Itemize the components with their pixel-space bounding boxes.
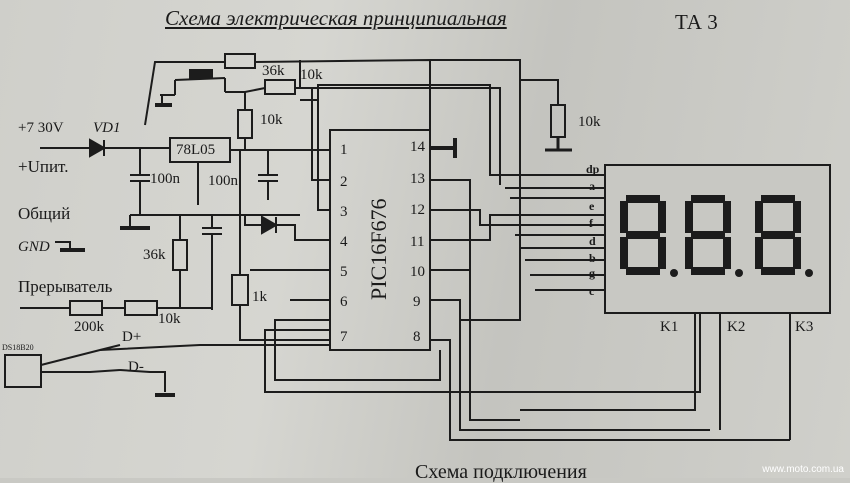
seven-segment-digits: [620, 195, 813, 277]
cap2-label: 100n: [208, 173, 238, 189]
seg-g: g: [589, 266, 595, 280]
supply-label: +Uпит.: [18, 157, 69, 176]
sensor-label: DS18B20: [2, 343, 34, 352]
gnd-label: GND: [18, 239, 50, 255]
pin-11: 11: [410, 234, 425, 250]
pin-12: 12: [410, 202, 425, 218]
common-label: Общий: [18, 204, 71, 223]
footer-heading: Схема подключения: [415, 461, 587, 483]
pin-3: 3: [340, 204, 348, 220]
pin-6: 6: [340, 294, 348, 310]
resistor-top: [224, 53, 256, 69]
d-plus-label: D+: [122, 329, 142, 345]
resistor-10k-in-label: 10k: [158, 311, 181, 327]
pin-13: 13: [410, 171, 425, 187]
pin-2: 2: [340, 174, 348, 190]
seg-e: e: [589, 199, 595, 213]
resistor-1k-label: 1k: [252, 289, 267, 305]
d-minus-label: D-: [128, 359, 144, 375]
digit-k3: K3: [795, 319, 814, 335]
watermark: www.moto.com.ua: [762, 464, 844, 475]
pin-1: 1: [340, 142, 348, 158]
breaker-label: Прерыватель: [18, 277, 113, 296]
digit-k1: K1: [660, 319, 679, 335]
page-subtitle: ТА 3: [675, 10, 718, 34]
digit-k2: K2: [727, 319, 746, 335]
seg-d: d: [589, 234, 596, 248]
pin-4: 4: [340, 234, 348, 250]
pin-10: 10: [410, 264, 425, 280]
seg-c: c: [589, 284, 595, 298]
page-title: Схема электрическая принципиальная: [165, 6, 507, 30]
seg-a: a: [589, 179, 595, 193]
resistor-10k-right-label: 10k: [578, 114, 601, 130]
regulator-label: 78L05: [176, 142, 216, 158]
pin-14: 14: [410, 139, 425, 155]
diode-label: VD1: [93, 120, 121, 136]
pin-9: 9: [413, 294, 421, 310]
seg-f: f: [589, 216, 593, 230]
resistor-36k: [264, 79, 296, 95]
resistor-36k-label: 36k: [143, 247, 166, 263]
resistor-10k-b-label: 10k: [260, 112, 283, 128]
resistor-10k-a-label: 10k: [300, 67, 323, 83]
pin-5: 5: [340, 264, 348, 280]
cap1-label: 100n: [150, 171, 180, 187]
voltage-label: +7 30V: [18, 120, 64, 136]
resistor-top-label: 36k: [262, 63, 285, 79]
pin-7: 7: [340, 329, 348, 345]
seg-b: b: [589, 251, 596, 265]
mcu-name: PIC16F676: [366, 198, 391, 300]
seg-dp: dp: [586, 162, 600, 176]
pin-8: 8: [413, 329, 421, 345]
resistor-200k-label: 200k: [74, 319, 104, 335]
